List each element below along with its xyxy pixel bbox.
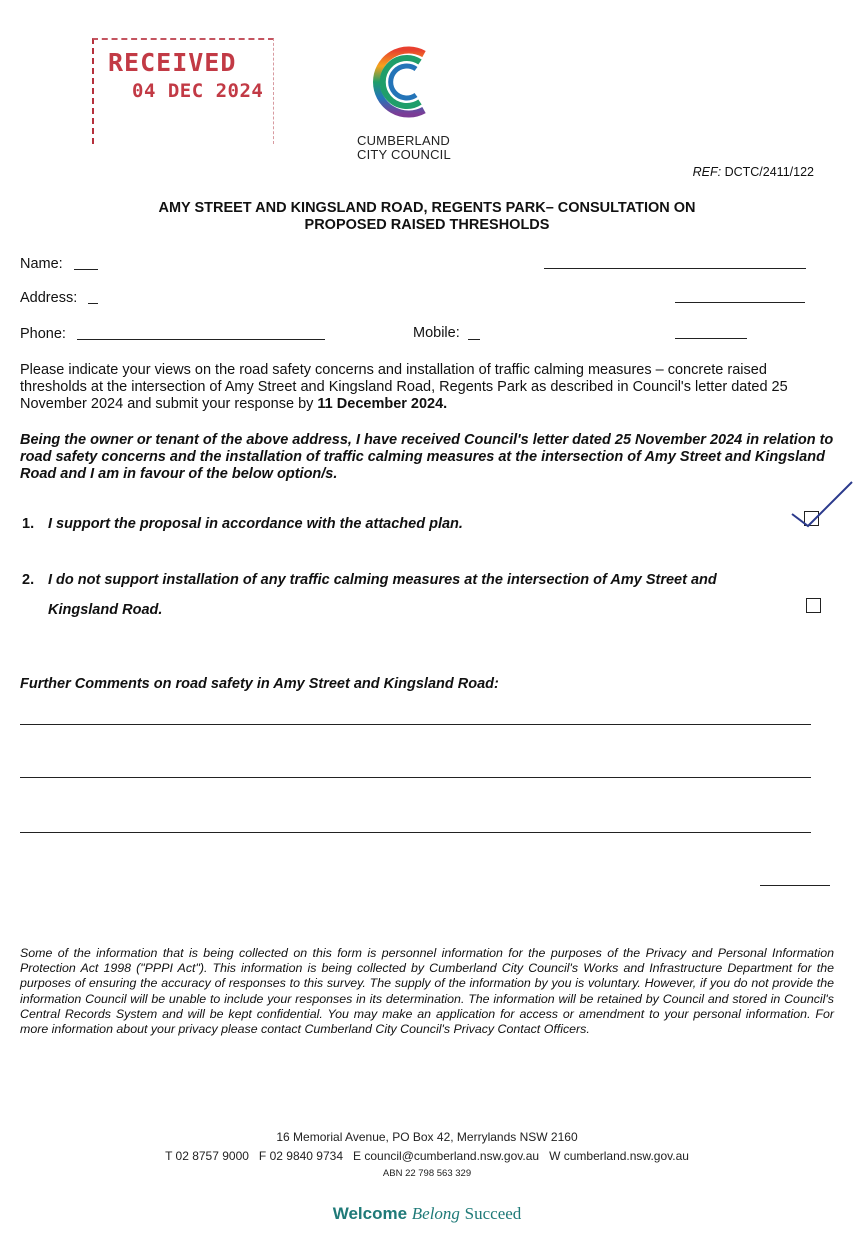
option-2-text-cont: Kingsland Road. xyxy=(48,602,163,618)
stamp-title: RECEIVED xyxy=(108,48,237,77)
comment-line-3[interactable] xyxy=(20,832,811,833)
tagline-belong: Belong xyxy=(411,1204,460,1223)
title-line1: AMY STREET AND KINGSLAND ROAD, REGENTS P… xyxy=(158,200,696,216)
received-stamp: RECEIVED 04 DEC 2024 xyxy=(92,38,274,144)
checkmark-icon xyxy=(791,481,853,528)
mobile-line-right[interactable] xyxy=(675,338,747,339)
mobile-line[interactable] xyxy=(468,339,480,340)
council-name-line1: CUMBERLAND xyxy=(357,133,451,148)
reference-number: REF: DCTC/2411/122 xyxy=(693,165,814,179)
address-line-right[interactable] xyxy=(675,302,805,303)
council-name: CUMBERLAND CITY COUNCIL xyxy=(357,134,451,162)
document-title: AMY STREET AND KINGSLAND ROAD, REGENTS P… xyxy=(0,200,854,234)
footer-abn: ABN 22 798 563 329 xyxy=(382,1168,472,1179)
address-label: Address: xyxy=(20,290,78,306)
intro-text: Please indicate your views on the road s… xyxy=(20,362,788,412)
council-logo-icon xyxy=(373,46,426,118)
footer-contacts-text: T 02 8757 9000 F 02 9840 9734 E council@… xyxy=(165,1149,689,1163)
option-1-number: 1. xyxy=(22,516,35,532)
option-2-text: I do not support installation of any tra… xyxy=(48,572,717,588)
stamp-date: 04 DEC 2024 xyxy=(132,80,264,102)
footer-address: 16 Memorial Avenue, PO Box 42, Merryland… xyxy=(276,1130,578,1144)
intro-paragraph: Please indicate your views on the road s… xyxy=(20,362,834,413)
comments-label: Further Comments on road safety in Amy S… xyxy=(20,676,499,692)
tagline-welcome: Welcome xyxy=(332,1204,408,1223)
ref-value: DCTC/2411/122 xyxy=(724,165,814,179)
intro-deadline: 11 December 2024. xyxy=(317,396,448,412)
option-1-checkbox[interactable] xyxy=(804,511,819,526)
comment-line-4[interactable] xyxy=(760,885,830,886)
option-2-checkbox[interactable] xyxy=(806,598,821,613)
tagline-succeed: Succeed xyxy=(464,1204,522,1223)
council-name-line2: CITY COUNCIL xyxy=(357,147,451,162)
option-2-number: 2. xyxy=(22,572,35,588)
ref-label: REF: xyxy=(692,165,722,179)
name-line-right[interactable] xyxy=(544,268,806,269)
mobile-label: Mobile: xyxy=(413,325,460,341)
declaration-paragraph: Being the owner or tenant of the above a… xyxy=(20,432,834,482)
name-label: Name: xyxy=(20,256,63,272)
footer-contacts: T 02 8757 9000 F 02 9840 9734 E council@… xyxy=(0,1149,854,1163)
comment-line-2[interactable] xyxy=(20,777,811,778)
option-1-text: I support the proposal in accordance wit… xyxy=(48,516,463,532)
name-line[interactable] xyxy=(74,269,98,270)
comment-line-1[interactable] xyxy=(20,724,811,725)
address-line[interactable] xyxy=(88,303,98,304)
privacy-notice: Some of the information that is being co… xyxy=(20,946,834,1037)
phone-line[interactable] xyxy=(77,339,325,340)
tagline: Welcome Belong Succeed xyxy=(0,1204,854,1224)
title-line2: PROPOSED RAISED THRESHOLDS xyxy=(304,217,550,233)
phone-label: Phone: xyxy=(20,326,66,342)
